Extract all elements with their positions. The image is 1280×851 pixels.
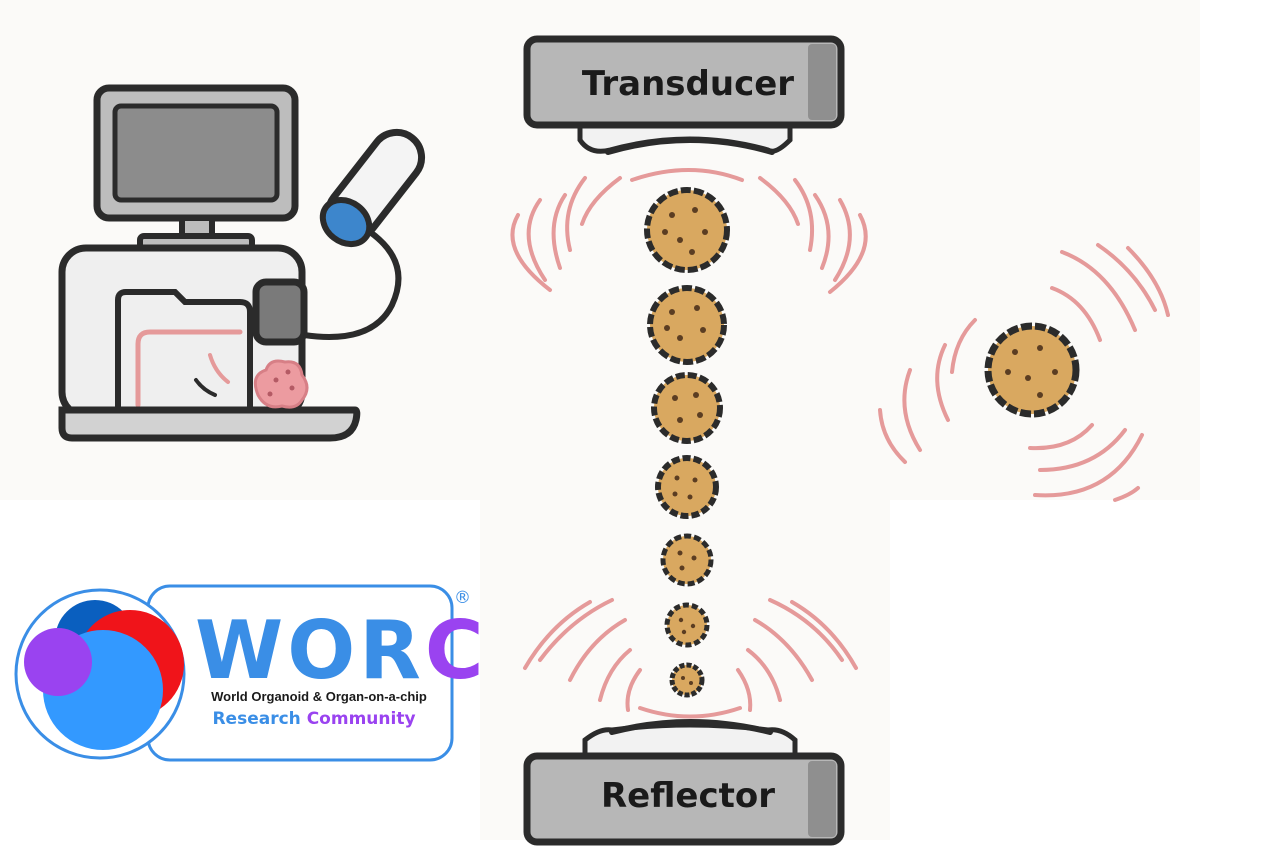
svg-text:WORC: WORC [195, 604, 488, 697]
logo-community: Community [307, 709, 416, 729]
organoid-5 [660, 533, 714, 587]
worc-logo: WORC ® World Organoid & Organ-on-a-chip … [14, 584, 488, 762]
logo-title-c: C [425, 604, 488, 697]
reflector-label: Reflector [601, 776, 775, 816]
organoid-3 [651, 372, 723, 444]
transducer-label: Transducer [582, 64, 794, 104]
ultrasound-machine-icon [58, 84, 426, 442]
organoid-column [644, 187, 730, 698]
organoid-7 [669, 662, 705, 698]
organoid-4 [655, 455, 719, 519]
transducer-plate: Transducer [523, 35, 845, 154]
single-organoid-with-waves [878, 243, 1170, 502]
standing-wave-arcs [510, 137, 868, 735]
svg-text:Research Community: Research Community [212, 709, 415, 729]
organoid-1 [644, 187, 730, 273]
logo-title-wor: WOR [195, 604, 425, 697]
organoid-2 [647, 285, 727, 365]
logo-research: Research [212, 709, 300, 729]
reflector-plate: Reflector [523, 722, 845, 846]
logo-subtitle: World Organoid & Organ-on-a-chip [211, 689, 427, 704]
registered-mark: ® [454, 588, 471, 608]
organoid-6 [664, 602, 710, 648]
